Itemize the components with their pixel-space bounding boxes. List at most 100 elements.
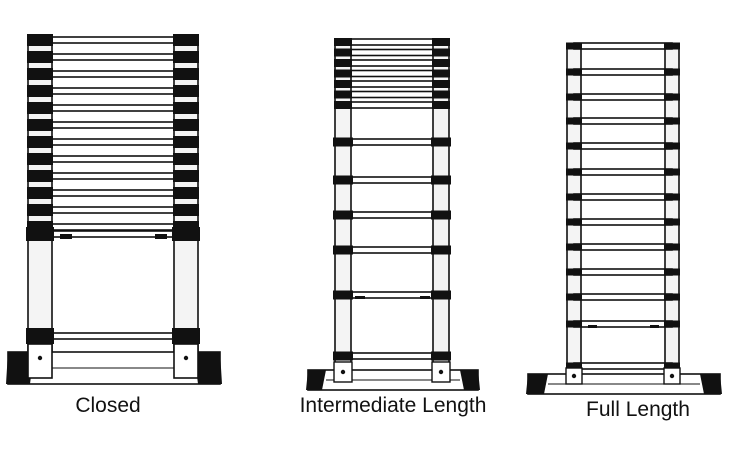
rung-end-cap [664, 117, 680, 125]
closed-ladder [6, 34, 222, 385]
rung [573, 293, 673, 301]
rung-end-cap [664, 218, 680, 226]
rung-end-cap [566, 320, 582, 328]
foot [700, 374, 722, 394]
rung-end-cap [432, 48, 450, 57]
rung [342, 69, 442, 78]
rung-end-cap [26, 328, 54, 344]
rung-end-cap [27, 187, 53, 199]
rung [39, 206, 187, 214]
rung [39, 138, 187, 146]
rung-end-cap [664, 293, 680, 301]
rung [573, 68, 673, 76]
latch [588, 325, 597, 328]
foot [526, 374, 548, 394]
rung-end-cap [664, 362, 680, 370]
rung [39, 332, 187, 340]
rung-end-cap [334, 59, 352, 67]
rung-end-cap [334, 101, 352, 109]
rail-foot-block [173, 343, 199, 379]
rung [342, 352, 442, 360]
rung-end-cap [173, 187, 199, 199]
rung-end-cap [27, 153, 53, 165]
rung [573, 193, 673, 201]
rung [573, 362, 673, 370]
rung-end-cap [333, 245, 353, 255]
rung-end-cap [334, 69, 352, 78]
rung-end-cap [173, 102, 199, 114]
rung [39, 155, 187, 163]
rung [342, 59, 442, 67]
rung-end-cap [27, 51, 53, 63]
rail-foot-block [27, 343, 53, 379]
rung-end-cap [334, 38, 352, 46]
rung-end-cap [432, 59, 450, 67]
rung-end-cap [566, 93, 582, 101]
rung-end-cap [432, 101, 450, 109]
bolt [340, 369, 346, 375]
rung [342, 90, 442, 99]
latch [355, 296, 365, 299]
rung-end-cap [173, 153, 199, 165]
foot [460, 370, 480, 390]
rung-end-cap [334, 80, 352, 88]
rung-end-cap [431, 351, 451, 361]
rung [573, 117, 673, 125]
rung-end-cap [173, 85, 199, 97]
rung [39, 189, 187, 197]
rung [39, 36, 187, 44]
rung-end-cap [333, 137, 353, 147]
foot [6, 352, 34, 384]
rung-end-cap [566, 193, 582, 201]
latch [155, 234, 167, 239]
latch [420, 296, 430, 299]
rung-end-cap [333, 351, 353, 361]
rung-end-cap [27, 119, 53, 131]
rung-end-cap [172, 328, 200, 344]
rung-end-cap [432, 69, 450, 78]
rung-end-cap [27, 170, 53, 182]
bolt [438, 369, 444, 375]
rung [39, 172, 187, 180]
rung-end-cap [566, 268, 582, 276]
rung [342, 80, 442, 88]
rung-end-cap [664, 268, 680, 276]
caption-intermediate-length: Intermediate Length [299, 394, 487, 417]
bolt [669, 373, 675, 379]
rung-end-cap [431, 175, 451, 185]
rung-end-cap [566, 42, 582, 50]
rung-end-cap [664, 320, 680, 328]
rung-end-cap [333, 210, 353, 220]
rung [342, 48, 442, 57]
rung [573, 218, 673, 226]
rung-end-cap [664, 93, 680, 101]
caption-full-length: Full Length [586, 398, 690, 421]
rung-end-cap [566, 117, 582, 125]
rung-end-cap [173, 136, 199, 148]
rung-end-cap [27, 34, 53, 46]
rung-end-cap [431, 137, 451, 147]
rung [573, 93, 673, 101]
rung-end-cap [431, 245, 451, 255]
caption-closed: Closed [75, 394, 141, 417]
rung-end-cap [173, 119, 199, 131]
rung-end-cap [27, 102, 53, 114]
rung-end-cap [664, 42, 680, 50]
rung-end-cap [334, 90, 352, 99]
rung-end-cap [172, 227, 200, 241]
rung-end-cap [333, 175, 353, 185]
rung-end-cap [27, 68, 53, 80]
rung [39, 104, 187, 112]
rung-end-cap [333, 290, 353, 300]
bolt [183, 355, 189, 361]
rung-end-cap [664, 68, 680, 76]
rung-end-cap [566, 168, 582, 176]
rung [342, 138, 442, 146]
rung-end-cap [431, 290, 451, 300]
rung-end-cap [173, 170, 199, 182]
rung-end-cap [432, 80, 450, 88]
rung [573, 168, 673, 176]
rung-end-cap [173, 204, 199, 216]
rung-end-cap [27, 136, 53, 148]
